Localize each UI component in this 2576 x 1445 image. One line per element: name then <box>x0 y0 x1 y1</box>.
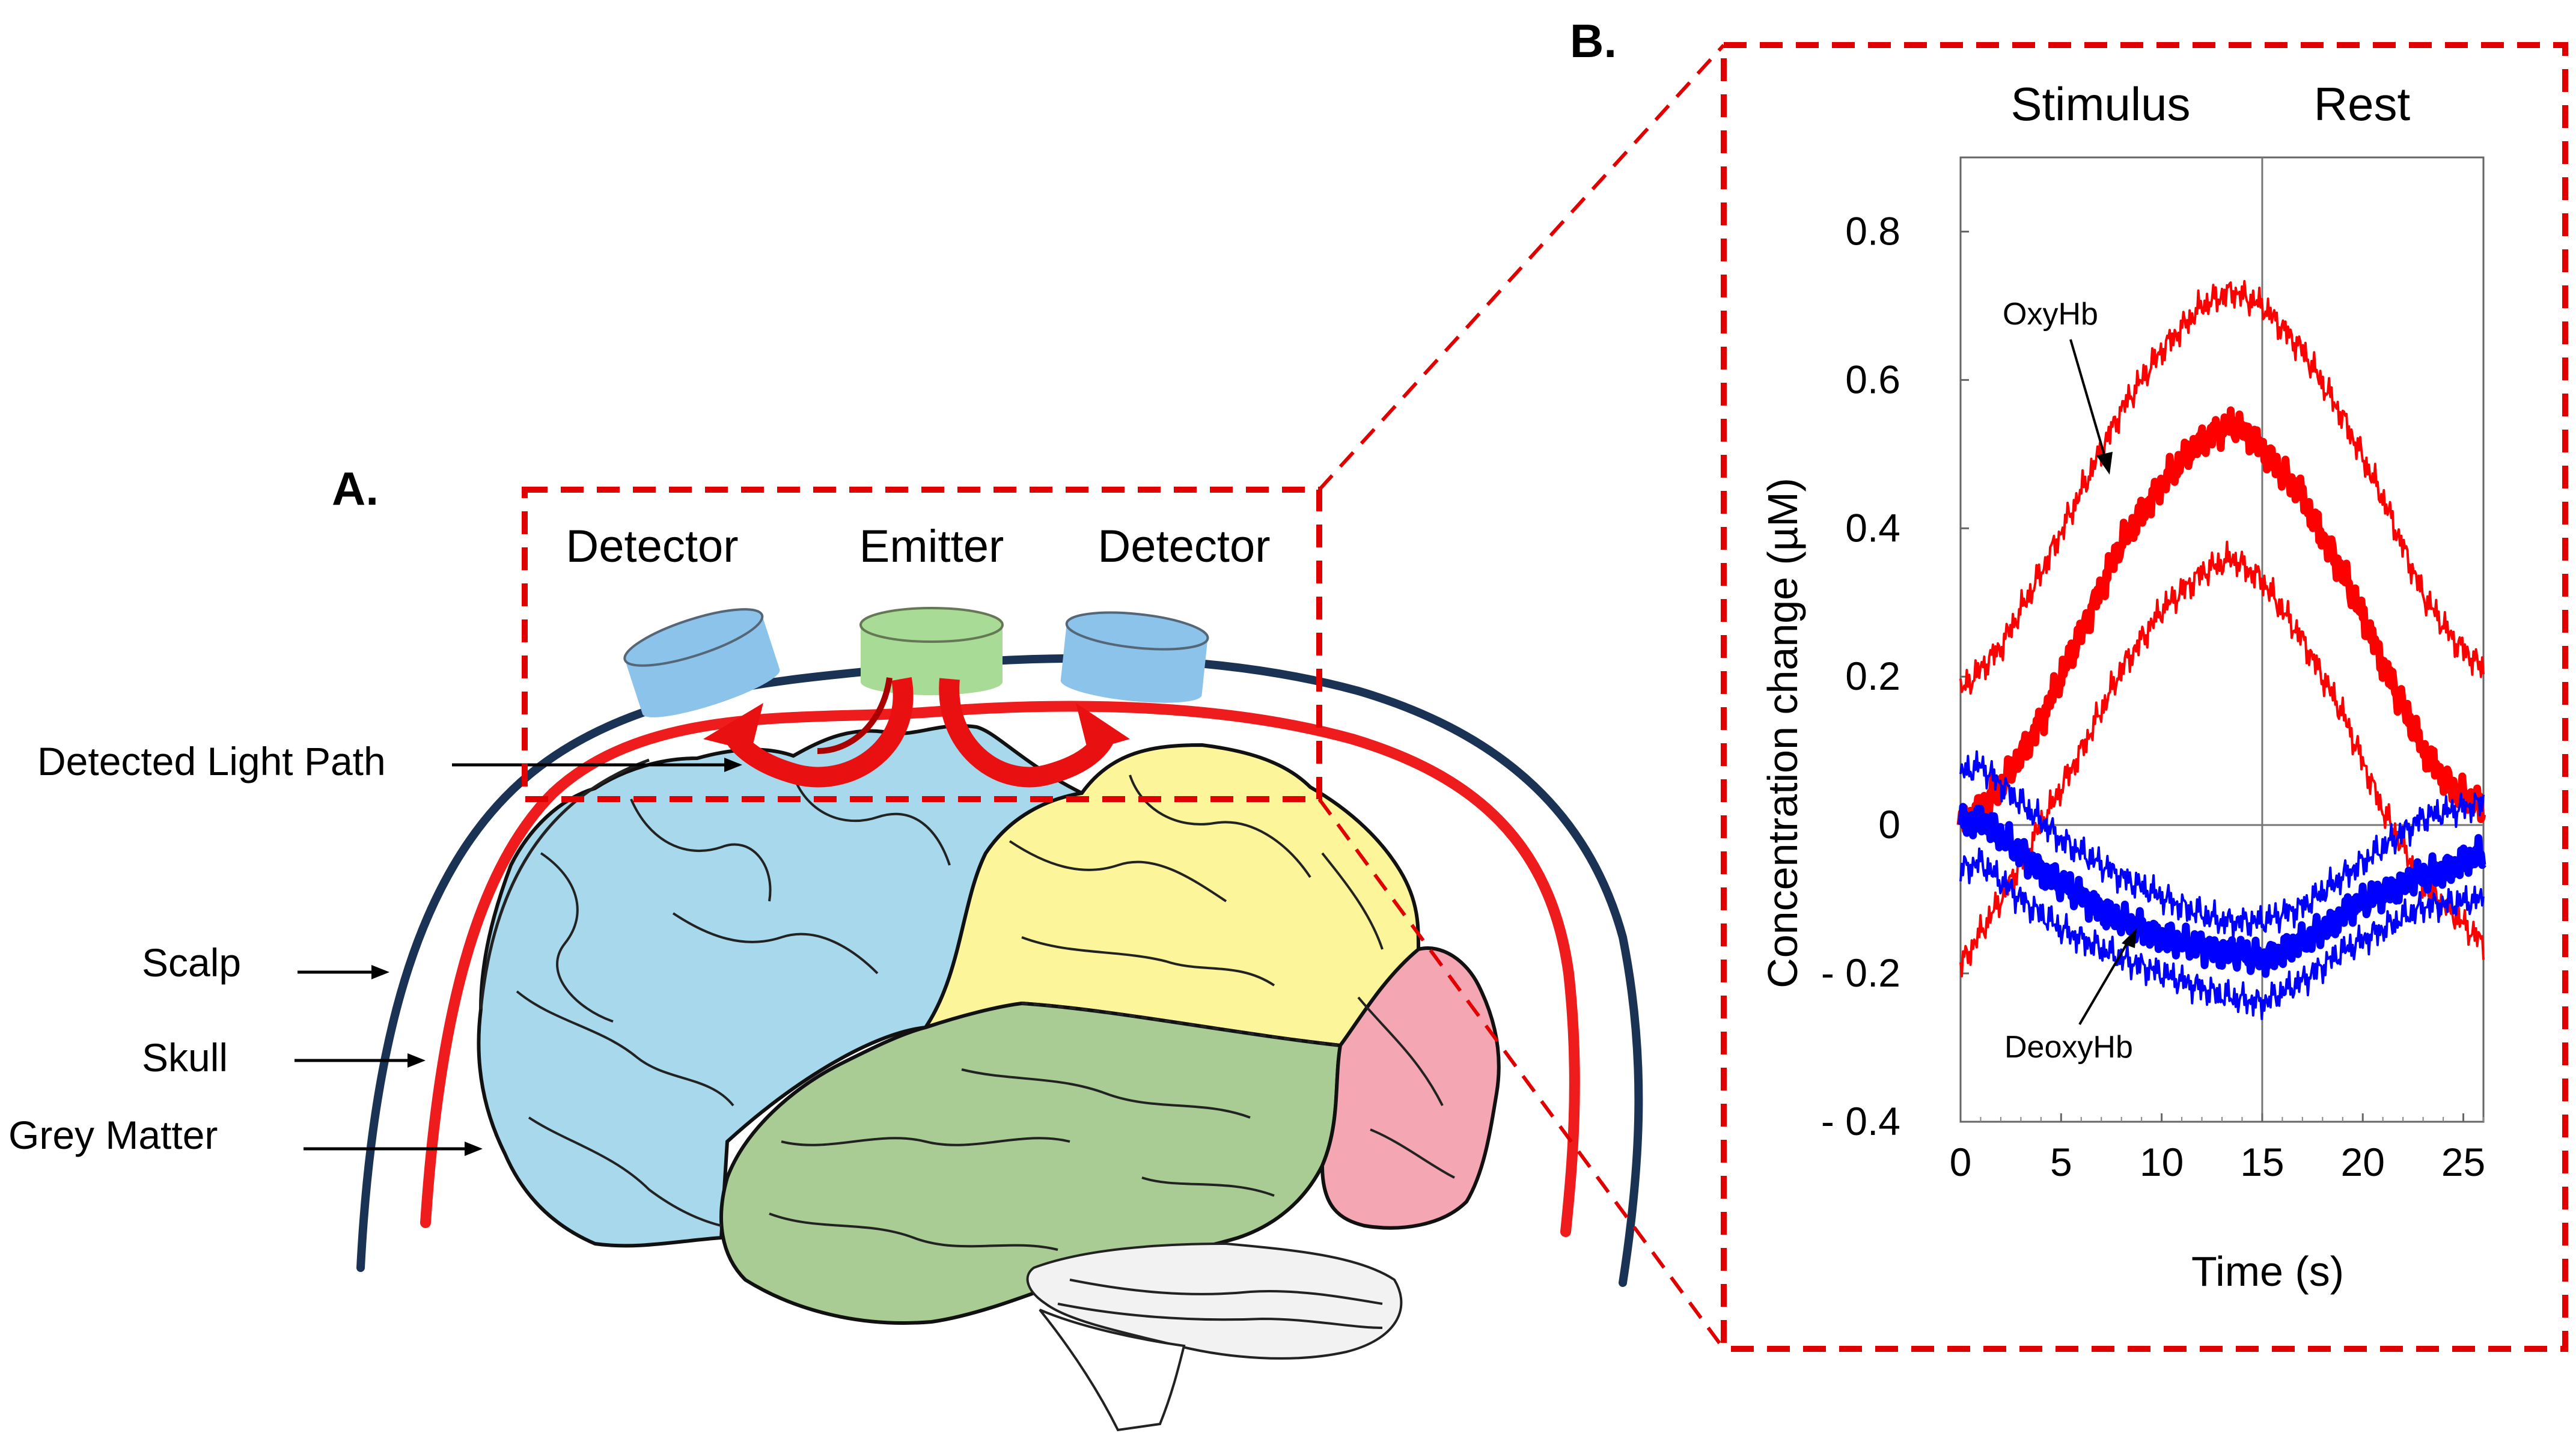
light-path-pointer-head <box>724 758 742 772</box>
deoxyhb-band-line <box>1959 847 2485 1020</box>
deoxyhb-series-line <box>1957 803 2486 978</box>
y-tick-label: 0.4 <box>1845 505 1900 550</box>
oxyhb-series-line <box>1956 406 2486 835</box>
y-tick-label: 0 <box>1878 802 1900 847</box>
panel-b-frame <box>1721 42 2568 1352</box>
y-tick-label: 0.6 <box>1845 357 1900 401</box>
detector-left-label: Detector <box>566 521 738 572</box>
x-tick-label: 25 <box>2441 1140 2485 1184</box>
scalp-label: Scalp <box>142 940 241 985</box>
x-tick-label: 10 <box>2140 1140 2184 1184</box>
deoxyhb-pointer-head <box>2122 928 2137 948</box>
detector-right-icon <box>1060 611 1209 703</box>
brain-fold <box>1129 774 1311 878</box>
x-tick-label: 20 <box>2341 1140 2385 1184</box>
oxyhb-annotation: OxyHb <box>2003 297 2098 332</box>
x-axis-title: Time (s) <box>2191 1248 2344 1295</box>
x-tick-label: 5 <box>2050 1140 2072 1184</box>
stimulus-label: Stimulus <box>2010 78 2190 130</box>
skull-label: Skull <box>142 1035 228 1080</box>
oxyhb-pointer <box>2069 339 2108 463</box>
sensor-highlight-box <box>522 487 1322 802</box>
brain-fold <box>961 1068 1251 1119</box>
brain-fold <box>792 774 951 866</box>
connector-top <box>1317 43 1726 491</box>
brain-fold <box>781 1137 1070 1146</box>
brain-fold <box>672 912 879 975</box>
brain-illustration <box>477 723 1501 1432</box>
brain-fold <box>1021 936 1275 987</box>
brain-fold <box>769 1212 1058 1251</box>
grey-matter-label: Grey Matter <box>8 1113 218 1157</box>
grey-matter-surface <box>479 758 650 1010</box>
oxyhb-band-line <box>1959 280 2485 695</box>
brain-fold <box>1069 1279 1383 1305</box>
rest-label: Rest <box>2314 78 2411 130</box>
brain-fold <box>1009 840 1227 902</box>
brain-fold <box>540 852 614 1023</box>
detector-left-icon <box>623 608 780 717</box>
brain-fold <box>1141 1176 1275 1197</box>
lobe-boundary-dotted <box>1021 1002 1341 1047</box>
panel-a-label: A. <box>332 462 379 515</box>
deoxyhb-annotation: DeoxyHb <box>2004 1030 2133 1065</box>
connector-bottom <box>1317 798 1726 1350</box>
x-tick-label: 15 <box>2240 1140 2284 1184</box>
deoxyhb-pointer <box>2078 936 2132 1026</box>
brain-folds <box>516 774 1455 1329</box>
occipital-lobe <box>1320 946 1501 1230</box>
y-tick-label: 0.8 <box>1845 208 1900 253</box>
emitter-label: Emitter <box>859 521 1004 572</box>
brain-fold <box>516 990 734 1107</box>
brain-stem <box>1039 1309 1186 1432</box>
arrow-heads <box>703 703 1130 751</box>
concentration-chart: 0.8 0.6 0.4 0.2 0 - 0.2 - 0.4 0 5 10 15 20 25 <box>1821 156 2486 1184</box>
brain-fold <box>528 1116 722 1227</box>
detector-right-label: Detector <box>1097 521 1270 572</box>
cerebellum <box>1026 1242 1403 1360</box>
y-tick-label: - 0.2 <box>1821 951 1900 995</box>
y-tick-label: - 0.4 <box>1821 1099 1900 1143</box>
y-tick-label: 0.2 <box>1845 654 1900 698</box>
brain-fold <box>1370 1128 1455 1179</box>
brain-fold <box>630 799 772 902</box>
skull-pointer-head <box>407 1053 426 1068</box>
light-path-label: Detected Light Path <box>37 739 386 783</box>
y-axis-title: Concentration change (µM) <box>1759 478 1806 988</box>
deoxyhb-band-line <box>1959 750 2485 940</box>
brain-fold <box>1057 1303 1383 1329</box>
x-tick-label: 0 <box>1950 1140 1972 1184</box>
oxyhb-pointer-head <box>2096 452 2113 475</box>
brain-fold <box>1357 996 1444 1106</box>
scalp-pointer-head <box>371 965 389 979</box>
emitter-icon <box>859 607 1004 695</box>
panel-b-label: B. <box>1570 14 1617 67</box>
grey-matter-pointer-head <box>465 1142 483 1156</box>
brain-fold <box>1321 852 1384 950</box>
